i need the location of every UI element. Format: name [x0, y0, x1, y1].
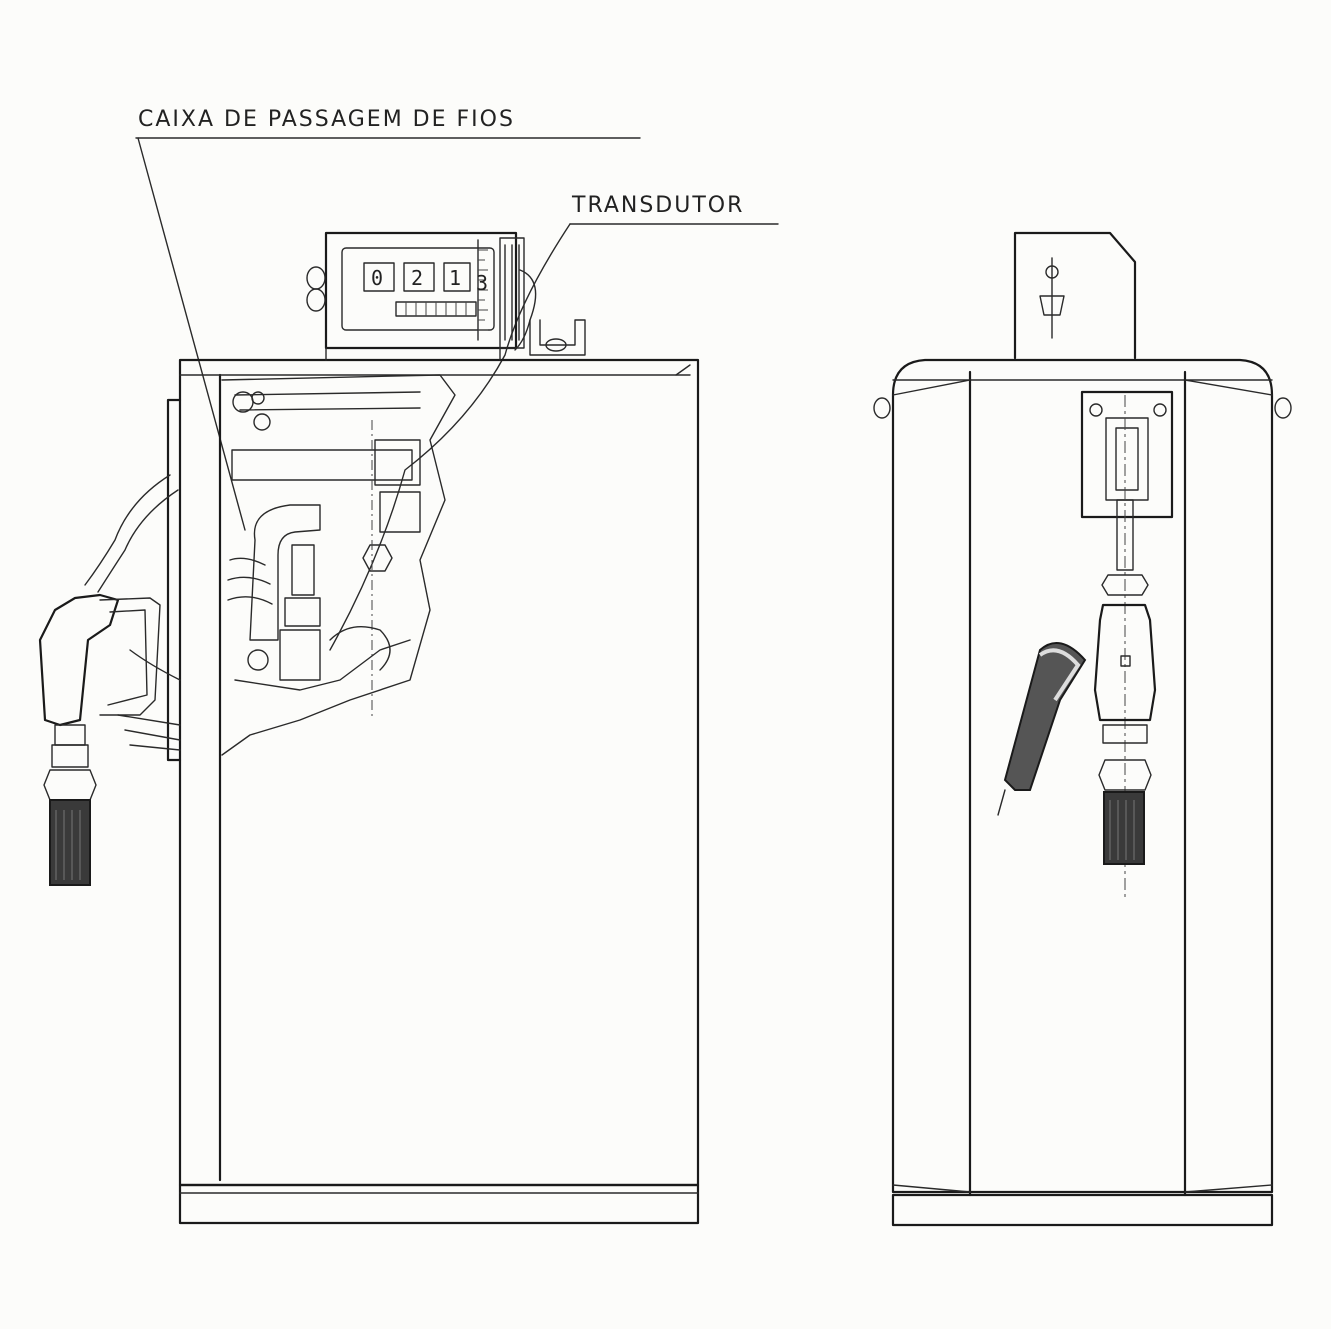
side-nozzle: [38, 593, 181, 886]
label-wire-box: CAIXA DE PASSAGEM DE FIOS: [135, 107, 641, 531]
label-transducer-text: TRANSDUTOR: [571, 193, 744, 218]
front-nozzle: [1093, 499, 1157, 865]
register-digit-box-1: [363, 262, 395, 292]
side-view-dispenser: 0 2 1 3: [38, 231, 700, 1225]
register-digit-box-3: [443, 262, 471, 292]
front-top-plate-symbol: [1039, 295, 1065, 316]
register-reset-knob-top: [306, 266, 326, 290]
front-top-plate: [1013, 231, 1137, 360]
internal-top-pipe: [234, 391, 421, 411]
transducer-body: [499, 237, 525, 349]
register-housing: [324, 231, 518, 350]
internal-elbow-pipe: [249, 504, 321, 641]
front-left-knob: [873, 397, 891, 419]
label-transducer: TRANSDUTOR: [329, 193, 779, 651]
front-nozzle-body: [1093, 603, 1157, 722]
side-hose-upper: [84, 474, 171, 586]
internal-hex-nut: [362, 544, 393, 572]
side-base-plinth: [178, 1183, 700, 1225]
transducer-bracket: [529, 319, 586, 356]
side-nozzle-body: [38, 593, 120, 727]
label-wire-box-text: CAIXA DE PASSAGEM DE FIOS: [138, 107, 515, 132]
internal-valve: [279, 629, 321, 681]
front-base-plinth: [891, 1193, 1274, 1227]
front-view-dispenser: [873, 231, 1292, 1227]
register-digit-1: 0: [371, 266, 383, 290]
front-diagonal-hose: [997, 641, 1087, 816]
side-cabinet-body: [178, 358, 700, 1187]
register-side-digit: 3: [476, 271, 488, 295]
register-digit-2: 2: [411, 266, 423, 290]
front-hose: [1103, 791, 1145, 865]
internal-meter-block: [231, 449, 413, 481]
register-reset-knob-bottom: [306, 288, 326, 312]
register-head: 0 2 1 3: [306, 231, 586, 361]
side-nozzle-trigger-guard: [99, 597, 161, 716]
register-digit-3: 1: [449, 266, 461, 290]
side-hose-lower: [49, 799, 91, 886]
front-nozzle-holster-plate: [1080, 390, 1174, 519]
side-hose-bracket: [166, 398, 182, 762]
cutaway-outline: [221, 374, 456, 756]
front-right-knob: [1274, 397, 1292, 419]
register-digit-box-2: [403, 262, 435, 292]
front-nozzle-spout: [1116, 499, 1134, 571]
leader-line-wire-box: [137, 137, 246, 531]
